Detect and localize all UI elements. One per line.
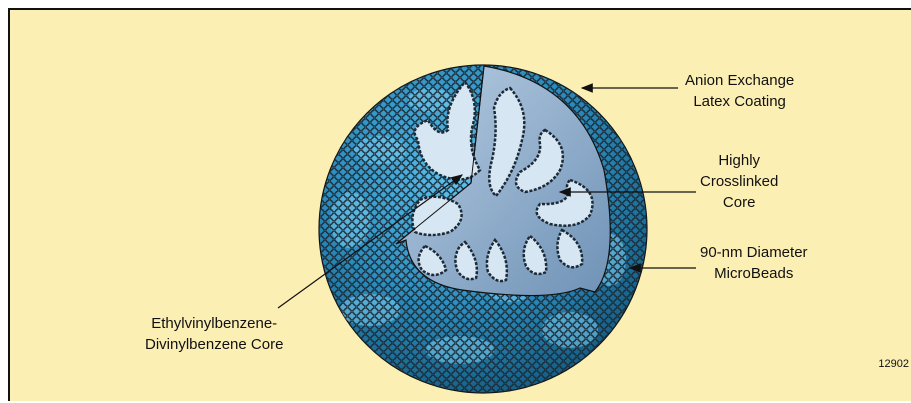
label-line: Crosslinked [700,171,778,192]
label-coating: Anion Exchange Latex Coating [685,70,794,112]
label-line: Ethylvinylbenzene- [145,313,283,334]
label-line: Divinylbenzene Core [145,334,283,355]
label-line: Latex Coating [685,91,794,112]
label-line: Highly [700,150,778,171]
label-line: Anion Exchange [685,70,794,91]
label-beads: 90-nm Diameter MicroBeads [700,242,808,284]
label-line: Core [700,192,778,213]
diagram-frame: Anion Exchange Latex Coating Highly Cros… [8,8,911,401]
label-substrate: Ethylvinylbenzene- Divinylbenzene Core [145,313,283,355]
label-line: 90-nm Diameter [700,242,808,263]
label-line: MicroBeads [700,263,808,284]
figure-id: 12902 [878,358,909,370]
label-core: Highly Crosslinked Core [700,150,778,213]
